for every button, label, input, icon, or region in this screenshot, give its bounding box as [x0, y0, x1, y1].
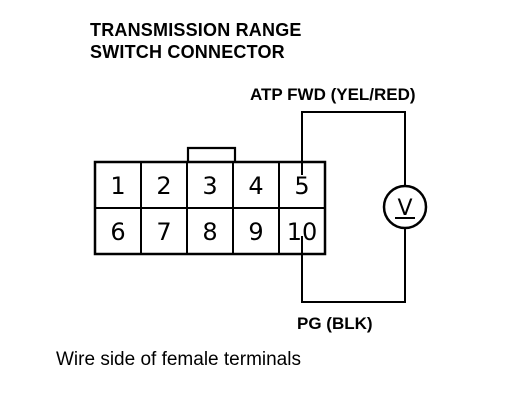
pin-number-4: 4 — [248, 172, 263, 200]
diagram-title-line-2: SWITCH CONNECTOR — [90, 42, 285, 62]
pin-number-8: 8 — [202, 218, 217, 246]
wire-atp-fwd — [301, 111, 406, 186]
diagram-title-line-1: TRANSMISSION RANGE — [90, 20, 302, 40]
pin-number-6: 6 — [110, 218, 125, 246]
voltmeter-symbol: V — [397, 196, 412, 221]
pin-number-2: 2 — [156, 172, 171, 200]
connector-bottom-row — [94, 207, 326, 255]
pin-number-5: 5 — [294, 172, 309, 200]
pin-number-3: 3 — [202, 172, 217, 200]
wire-pg — [301, 228, 406, 303]
connector-locking-tab — [186, 146, 237, 162]
diagram-caption: Wire side of female terminals — [56, 349, 301, 370]
atp-fwd-wire-label: ATP FWD (YEL/RED) — [250, 85, 416, 104]
pin-number-9: 9 — [248, 218, 263, 246]
pg-wire-label: PG (BLK) — [297, 314, 373, 333]
voltmeter-icon: V — [382, 184, 428, 230]
pin-number-7: 7 — [156, 218, 171, 246]
pin-number-1: 1 — [110, 172, 125, 200]
